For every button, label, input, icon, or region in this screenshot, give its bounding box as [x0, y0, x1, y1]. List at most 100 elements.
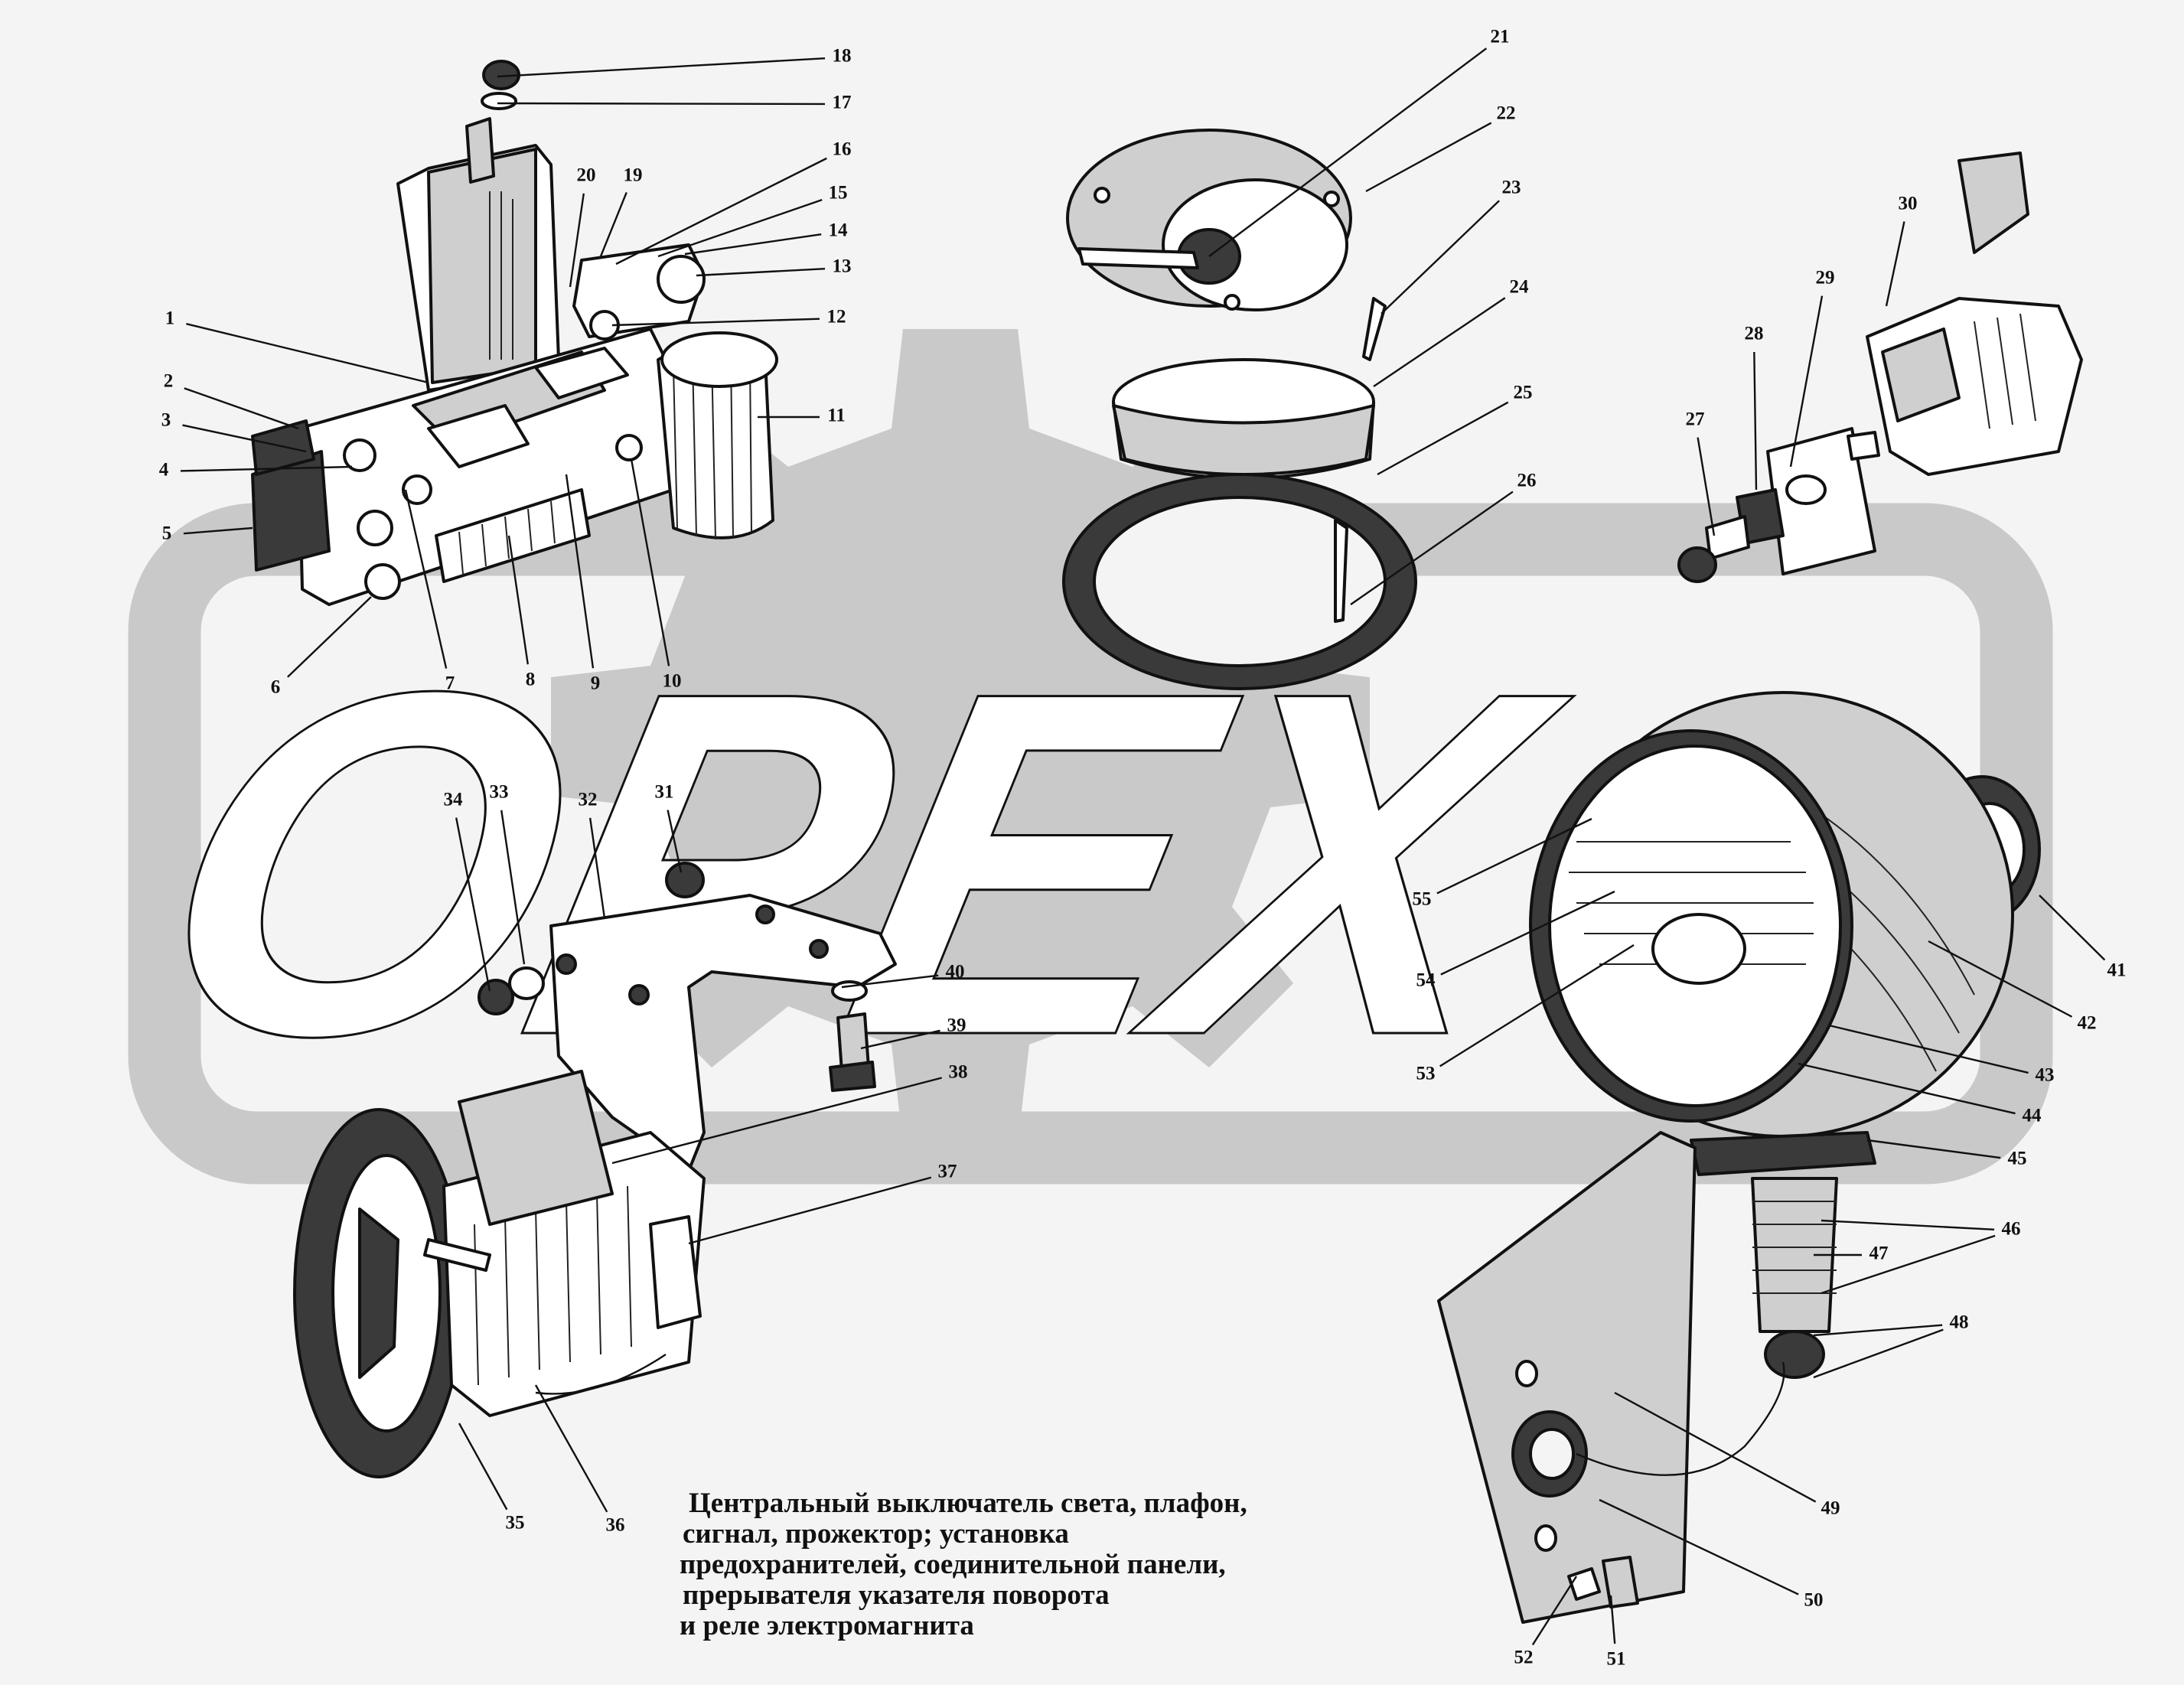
- callout-leader-10: [630, 458, 670, 667]
- callout-number-7: 7: [445, 673, 455, 694]
- callout-number-47: 47: [1869, 1243, 1889, 1264]
- callout-number-33: 33: [490, 782, 509, 803]
- callout-number-6: 6: [271, 677, 281, 698]
- callout-number-24: 24: [1510, 277, 1530, 298]
- callout-number-32: 32: [579, 790, 598, 810]
- callout-number-5: 5: [162, 523, 172, 544]
- callout-number-46: 46: [2002, 1219, 2021, 1240]
- callout-leader-24: [1373, 297, 1506, 387]
- callout-leader-49: [1614, 1391, 1817, 1503]
- callout-leader-31: [667, 810, 683, 873]
- callout-number-15: 15: [829, 183, 848, 204]
- callout-leader-26: [1350, 491, 1514, 605]
- callout-number-11: 11: [827, 406, 846, 426]
- watermark-logo: OPEX: [117, 589, 1599, 1139]
- callout-number-34: 34: [444, 790, 464, 810]
- callout-leader-12: [611, 318, 820, 327]
- spotlight-illustration: [1437, 691, 2041, 1624]
- callout-number-53: 53: [1416, 1064, 1436, 1084]
- callout-leader-40: [841, 974, 939, 989]
- callout-leader-4: [180, 465, 353, 472]
- callout-leader-25: [1377, 401, 1509, 476]
- caption-line: сигнал, прожектор; установка: [683, 1518, 1069, 1550]
- callout-number-16: 16: [833, 139, 852, 160]
- callout-number-27: 27: [1686, 409, 1705, 430]
- callout-leader-38: [611, 1077, 943, 1165]
- callout-leader-17: [497, 102, 826, 106]
- callout-number-35: 35: [506, 1513, 525, 1533]
- callout-number-30: 30: [1899, 194, 1918, 214]
- callout-number-25: 25: [1514, 383, 1533, 403]
- callout-number-19: 19: [624, 165, 643, 186]
- callout-number-13: 13: [833, 256, 852, 277]
- callout-leader-34: [455, 817, 491, 992]
- callout-leader-9: [565, 474, 595, 669]
- callout-leader-42: [1928, 940, 2073, 1018]
- callout-leader-44: [1798, 1062, 2016, 1115]
- callout-number-4: 4: [159, 460, 169, 481]
- callout-number-29: 29: [1816, 268, 1835, 288]
- callout-number-8: 8: [526, 670, 536, 690]
- callout-number-43: 43: [2036, 1065, 2055, 1086]
- callout-leader-54: [1440, 890, 1615, 976]
- callout-number-23: 23: [1502, 178, 1521, 198]
- callout-leader-8: [507, 535, 529, 665]
- callout-leader-27: [1697, 437, 1716, 536]
- callout-number-18: 18: [833, 46, 852, 67]
- callout-leader-29: [1789, 295, 1824, 468]
- callout-leader-6: [287, 596, 372, 678]
- callout-leader-13: [696, 267, 826, 277]
- central-light-switch-illustration: [251, 60, 778, 606]
- callout-leader-55: [1436, 817, 1592, 895]
- callout-leader-7: [404, 489, 448, 669]
- callout-leader-3: [182, 424, 307, 453]
- horn-signal-illustration: [293, 1070, 706, 1478]
- callout-leader-33: [500, 810, 526, 965]
- callout-number-28: 28: [1745, 324, 1764, 344]
- callout-number-12: 12: [827, 307, 846, 328]
- callout-number-17: 17: [833, 93, 852, 113]
- callout-number-49: 49: [1821, 1498, 1840, 1519]
- callout-number-21: 21: [1491, 27, 1510, 47]
- callout-leader-41: [2039, 895, 2106, 961]
- caption-line: Центральный выключатель света, плафон,: [689, 1488, 1247, 1519]
- callout-leader-16: [615, 157, 827, 266]
- callout-leader-1: [186, 323, 429, 384]
- callout-number-38: 38: [949, 1062, 968, 1083]
- callout-number-10: 10: [663, 671, 682, 692]
- caption-line: и реле электромагнита: [680, 1610, 974, 1641]
- callout-leader-30: [1885, 221, 1905, 307]
- caption-line: прерывателя указателя поворота: [683, 1579, 1110, 1611]
- callout-leader-51: [1609, 1595, 1616, 1644]
- callout-number-2: 2: [164, 371, 174, 392]
- callout-leader-46: [1821, 1219, 1995, 1231]
- callout-leader-28: [1753, 351, 1758, 491]
- diagram-caption: Центральный выключатель света, плафон, с…: [673, 1488, 1439, 1641]
- relay-bracket-illustration: [478, 862, 897, 1172]
- callout-number-14: 14: [829, 220, 849, 241]
- callout-leader-36: [534, 1384, 608, 1513]
- callout-leader-5: [183, 526, 253, 535]
- callout-leader-18: [497, 57, 826, 78]
- callout-number-37: 37: [938, 1162, 957, 1182]
- callout-number-52: 52: [1514, 1648, 1534, 1668]
- callout-leader-2: [184, 387, 299, 430]
- callout-number-42: 42: [2078, 1013, 2097, 1034]
- callout-leader-53: [1439, 944, 1635, 1067]
- caption-line: предохранителей, соединительной панели,: [680, 1549, 1226, 1580]
- callout-leader-32: [588, 817, 606, 919]
- callout-number-39: 39: [947, 1015, 967, 1036]
- callout-number-31: 31: [655, 782, 674, 803]
- callout-leader-52: [1531, 1576, 1578, 1646]
- callout-leader-14: [684, 233, 822, 256]
- callout-number-26: 26: [1517, 471, 1537, 491]
- callout-number-1: 1: [165, 308, 175, 329]
- callout-leader-45: [1866, 1139, 2001, 1159]
- callout-leader-23: [1380, 200, 1500, 315]
- callout-leader-43: [1828, 1024, 2029, 1074]
- callout-number-44: 44: [2023, 1106, 2042, 1126]
- callout-number-20: 20: [577, 165, 596, 186]
- watermark-logo-text: OPEX: [118, 590, 1598, 1137]
